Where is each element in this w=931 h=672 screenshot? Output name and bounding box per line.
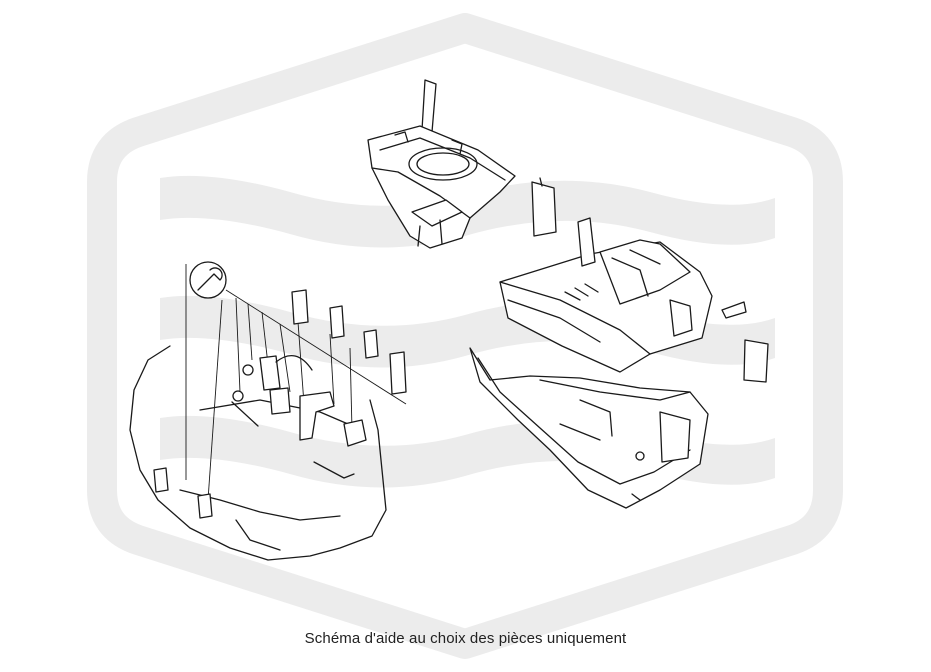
base-tray-part bbox=[469, 347, 709, 509]
control-unit-housing-part bbox=[499, 217, 747, 373]
diagram-caption: Schéma d'aide au choix des pièces unique… bbox=[304, 630, 627, 647]
clip-part-right bbox=[743, 339, 769, 383]
clip-part-small bbox=[531, 177, 557, 237]
wrench-icon bbox=[189, 261, 227, 299]
small-parts-set bbox=[153, 289, 407, 519]
upper-housing-part bbox=[367, 79, 516, 249]
watermark-logo bbox=[87, 13, 843, 659]
